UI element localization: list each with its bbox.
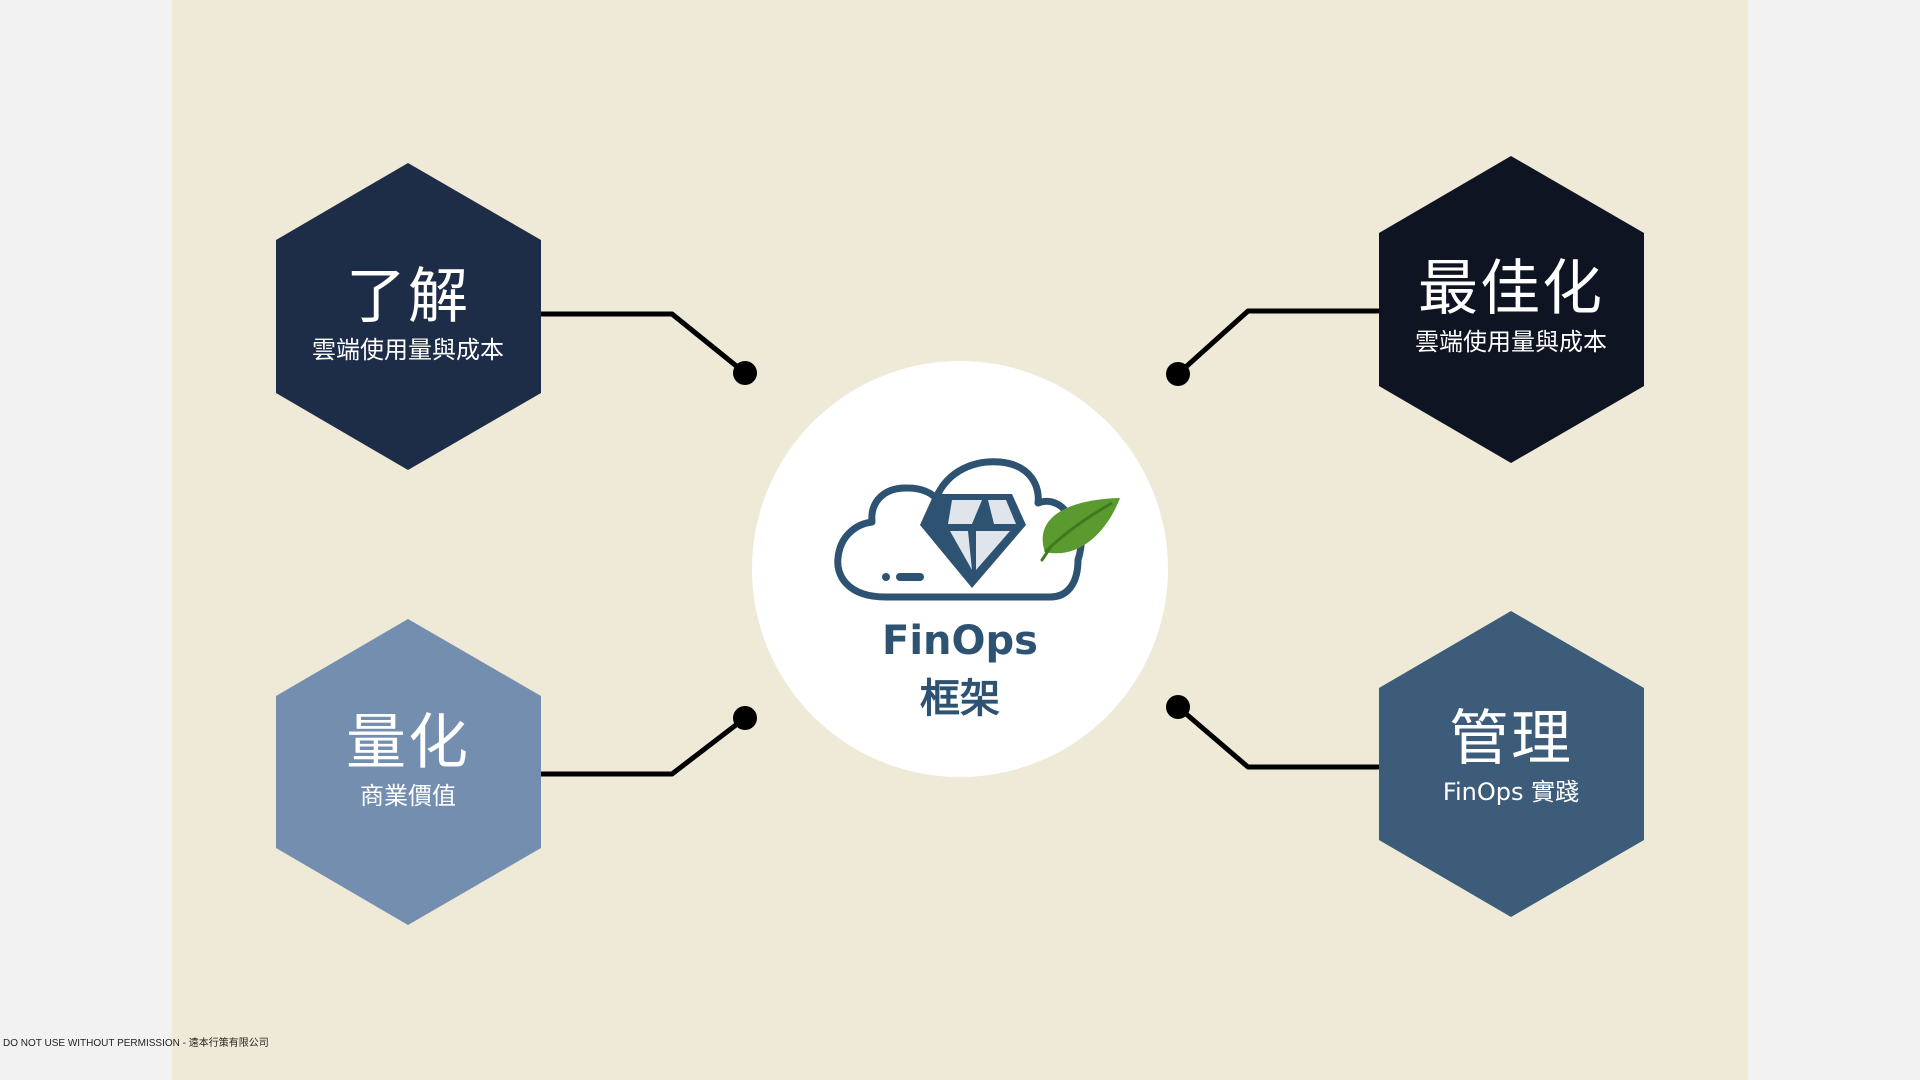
center-subtitle: 框架 [920,676,1000,722]
right-margin [1748,0,1920,1080]
hexagon-optimize [1379,156,1644,463]
node-understand-subtitle: 雲端使用量與成本 [312,336,504,364]
node-manage-title: 管理 [1449,704,1573,774]
connector-optimize [1175,308,1381,377]
node-manage: 管理 FinOps 實踐 [1381,704,1641,808]
left-margin [0,0,172,1080]
connector-dot-quantify [733,706,757,730]
node-optimize-subtitle: 雲端使用量與成本 [1415,328,1607,356]
node-quantify-subtitle: 商業價值 [360,782,456,810]
node-quantify: 量化 商業價值 [278,708,538,812]
hexagon-manage [1379,611,1644,917]
connector-dot-optimize [1166,362,1190,386]
node-optimize-title: 最佳化 [1418,254,1604,324]
node-quantify-title: 量化 [346,708,470,778]
connector-dot-understand [733,361,757,385]
node-understand: 了解 雲端使用量與成本 [278,262,538,366]
node-optimize: 最佳化 雲端使用量與成本 [1381,254,1641,358]
connector-dot-manage [1166,695,1190,719]
leaf-icon [1040,498,1120,562]
node-manage-subtitle: FinOps 實踐 [1442,778,1580,806]
center-title: FinOps [882,618,1038,664]
copyright-footer: DO NOT USE WITHOUT PERMISSION - 遠本行策有限公司 [3,1038,269,1049]
connector-understand [538,311,748,376]
hexagon-understand [276,163,541,470]
connector-quantify [538,715,748,777]
node-understand-title: 了解 [346,262,470,332]
connector-manage [1175,704,1381,770]
hexagon-quantify [276,619,541,925]
